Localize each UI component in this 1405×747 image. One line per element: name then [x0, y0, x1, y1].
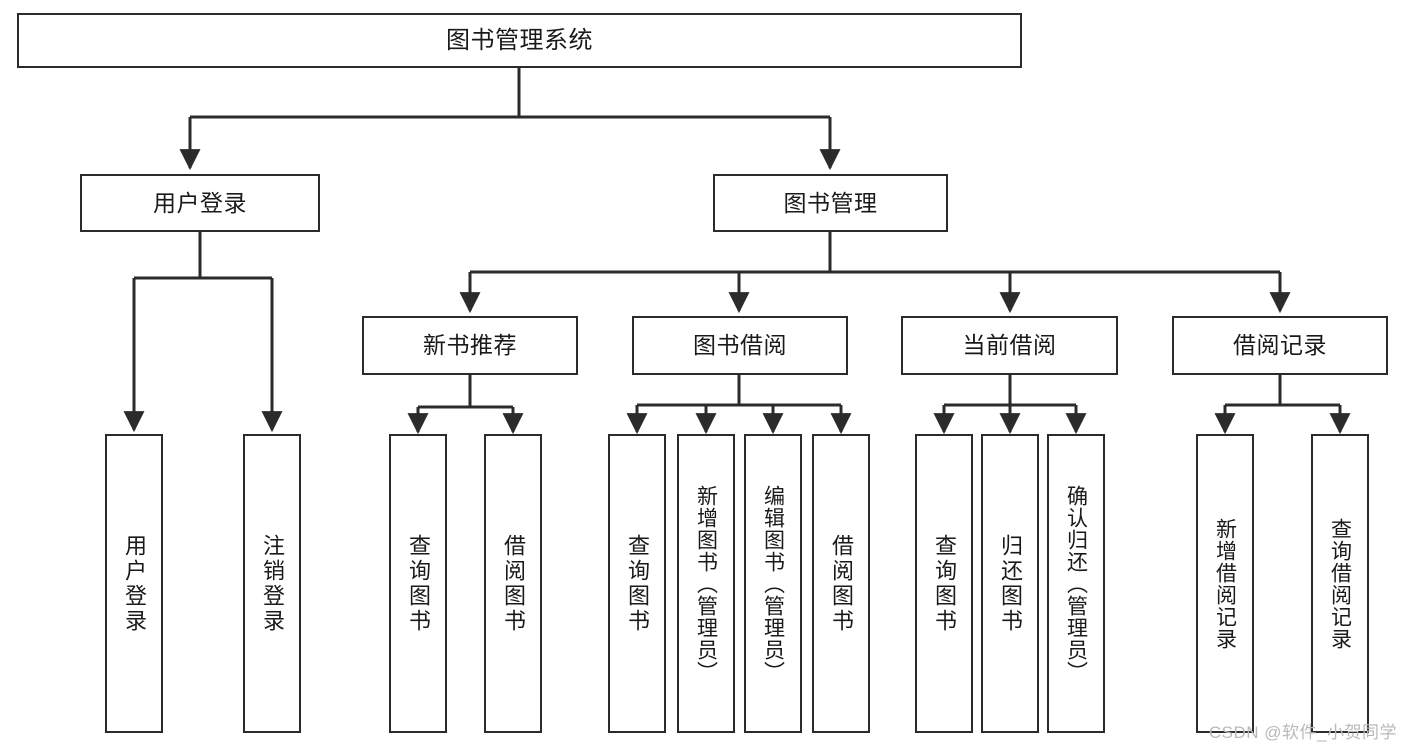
node-label: 用户登录 [122, 533, 147, 634]
watermark: CSDN @软件_小贺同学 [1208, 723, 1397, 742]
node-label: 图书管理系统 [446, 26, 593, 54]
node-label: 归还图书 [998, 533, 1023, 634]
node-label: 注销登录 [260, 533, 285, 634]
leaf-recommend-query-book[interactable]: 查询图书 [389, 434, 447, 733]
leaf-current-query-book[interactable]: 查询图书 [915, 434, 973, 733]
leaf-user-logout[interactable]: 注销登录 [243, 434, 301, 733]
node-label: 图书管理 [783, 189, 878, 216]
leaf-record-query-borrow-record[interactable]: 查询借阅记录 [1311, 434, 1369, 733]
node-label: 新增图书（管理员） [694, 484, 718, 683]
node-label: 查询图书 [932, 533, 957, 634]
leaf-borrowing-add-book-admin[interactable]: 新增图书（管理员） [677, 434, 735, 733]
node-label: 借阅图书 [829, 533, 854, 634]
node-book-management[interactable]: 图书管理 [713, 174, 948, 232]
node-label: 借阅记录 [1233, 332, 1327, 359]
leaf-borrowing-query-book[interactable]: 查询图书 [608, 434, 666, 733]
node-user-login[interactable]: 用户登录 [80, 174, 320, 232]
node-label: 新增借阅记录 [1213, 517, 1237, 650]
leaf-record-add-borrow-record[interactable]: 新增借阅记录 [1196, 434, 1254, 733]
node-book-borrowing[interactable]: 图书借阅 [632, 316, 848, 375]
node-root-book-management-system[interactable]: 图书管理系统 [17, 13, 1022, 68]
node-new-book-recommendation[interactable]: 新书推荐 [362, 316, 578, 375]
node-label: 图书借阅 [693, 332, 787, 359]
node-label: 编辑图书（管理员） [761, 484, 785, 683]
leaf-current-confirm-return-admin[interactable]: 确认归还（管理员） [1047, 434, 1105, 733]
leaf-user-login[interactable]: 用户登录 [105, 434, 163, 733]
leaf-current-return-book[interactable]: 归还图书 [981, 434, 1039, 733]
node-label: 查询图书 [406, 533, 431, 634]
leaf-recommend-borrow-book[interactable]: 借阅图书 [484, 434, 542, 733]
node-label: 查询借阅记录 [1328, 517, 1352, 650]
node-label: 查询图书 [625, 533, 650, 634]
node-borrowing-record[interactable]: 借阅记录 [1172, 316, 1388, 375]
node-label: 借阅图书 [501, 533, 526, 634]
node-label: 用户登录 [153, 189, 247, 216]
leaf-borrowing-edit-book-admin[interactable]: 编辑图书（管理员） [744, 434, 802, 733]
node-current-borrowing[interactable]: 当前借阅 [901, 316, 1118, 375]
node-label: 当前借阅 [962, 332, 1057, 359]
leaf-borrowing-borrow-book[interactable]: 借阅图书 [812, 434, 870, 733]
node-label: 确认归还（管理员） [1064, 484, 1088, 683]
node-label: 新书推荐 [423, 332, 517, 359]
